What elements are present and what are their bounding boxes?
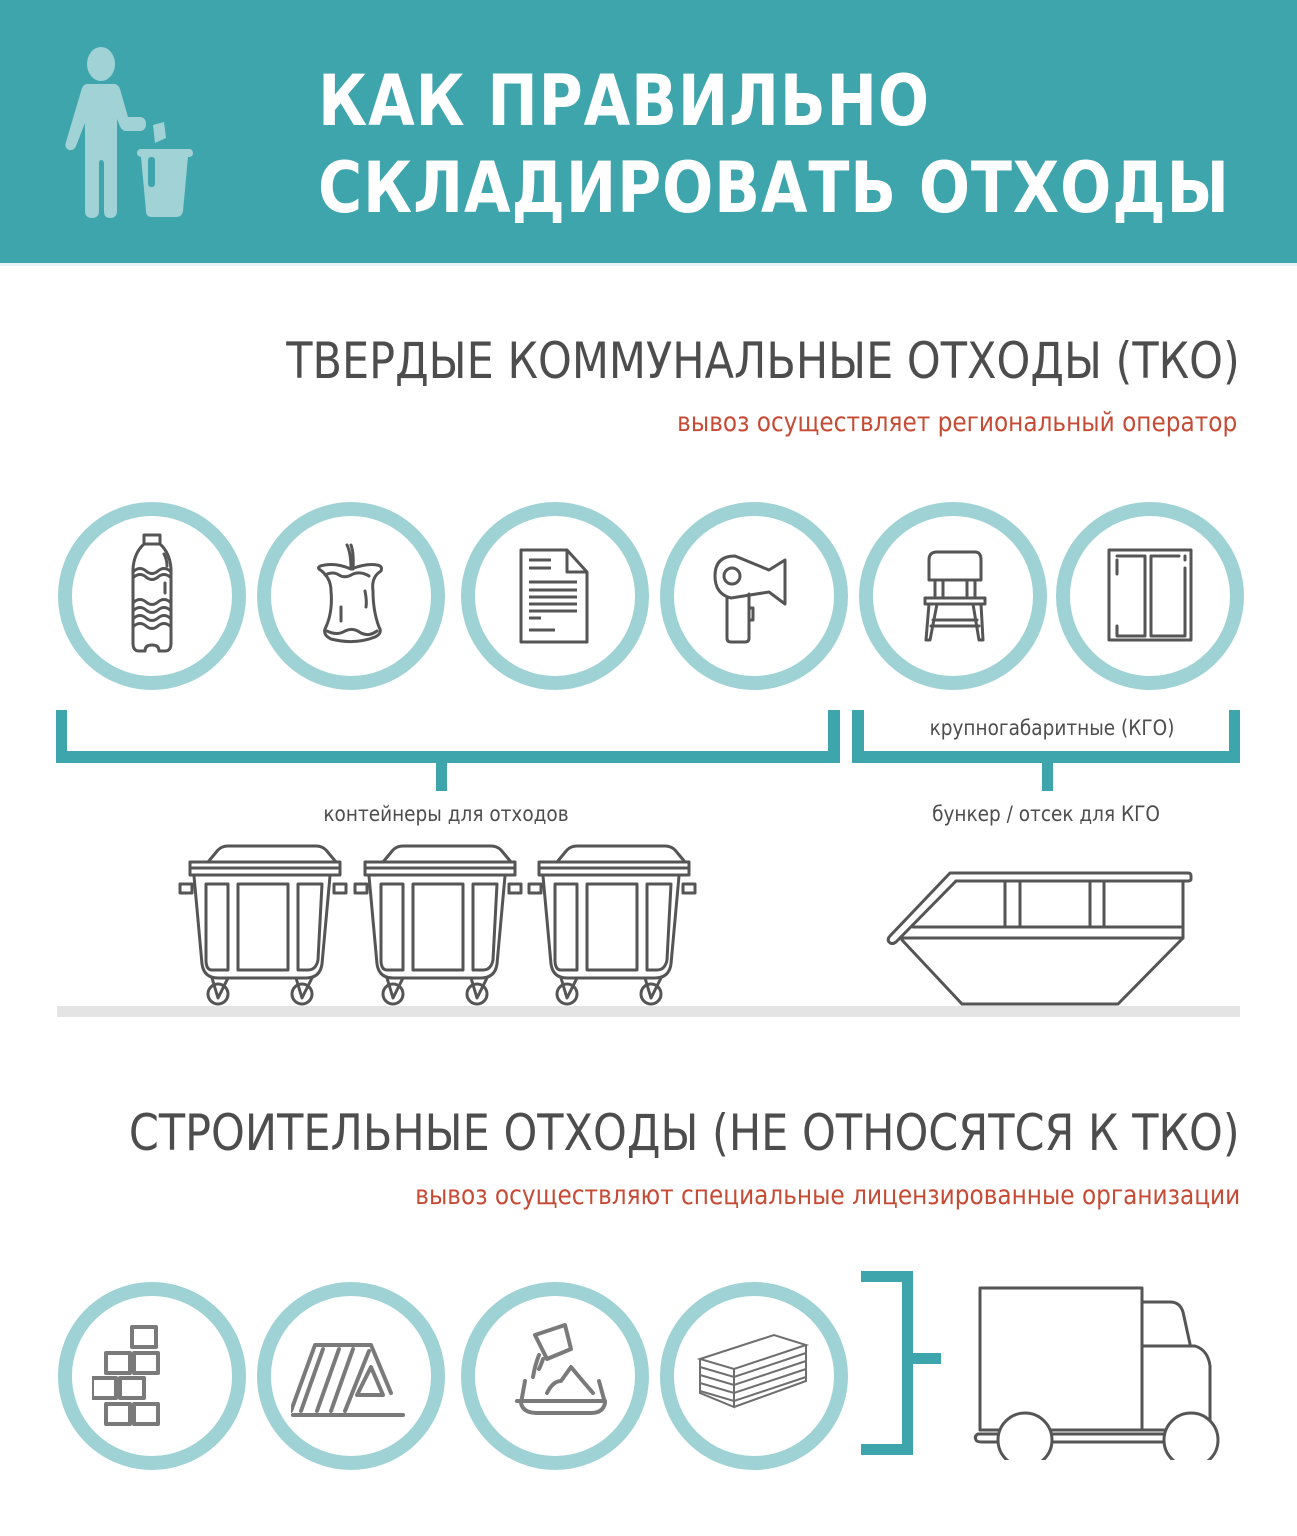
header-banner — [0, 0, 1297, 265]
page-title: КАК ПРАВИЛЬНО СКЛАДИРОВАТЬ ОТХОДЫ — [318, 58, 1230, 232]
waste-item-window — [1056, 502, 1244, 690]
container-3 — [527, 844, 697, 1006]
cement-mix-icon — [515, 1323, 607, 1415]
construction-item-roofing — [257, 1282, 445, 1470]
bracket-tko-right-edge — [828, 710, 840, 763]
waste-item-food — [257, 502, 445, 690]
roofing-slate-icon — [291, 1343, 405, 1417]
bricks-icon — [92, 1325, 160, 1426]
bracket-construction-bottom — [861, 1444, 913, 1455]
plastic-bottle-icon — [131, 533, 173, 653]
title-line-1: КАК ПРАВИЛЬНО — [318, 60, 930, 142]
bracket-kgo-stem — [1042, 763, 1053, 791]
kgo-label: крупногабаритные (КГО) — [929, 716, 1175, 740]
stacked-panels-icon — [696, 1333, 810, 1409]
bracket-construction-vertical — [902, 1271, 913, 1455]
bracket-tko-bar — [56, 751, 840, 763]
title-line-2: СКЛАДИРОВАТЬ ОТХОДЫ — [318, 147, 1230, 229]
construction-section-subtitle: вывоз осуществляют специальные лицензиро… — [415, 1180, 1240, 1211]
construction-item-cement — [461, 1282, 649, 1470]
container-2 — [353, 844, 523, 1006]
waste-item-paper — [461, 502, 649, 690]
truck-icon — [973, 1286, 1220, 1460]
bracket-construction-stem — [913, 1353, 941, 1364]
bunker-label: бункер / отсек для КГО — [932, 802, 1160, 826]
bracket-kgo-left-edge — [852, 710, 864, 763]
person-throwing-trash-icon — [65, 47, 193, 218]
window-frame-icon — [1107, 548, 1193, 642]
tko-section-title: ТВЕРДЫЕ КОММУНАЛЬНЫЕ ОТХОДЫ (ТКО) — [286, 332, 1240, 390]
chair-icon — [923, 550, 987, 642]
ground-line — [57, 1006, 1240, 1017]
paper-document-icon — [519, 548, 589, 644]
waste-item-electronics — [660, 502, 848, 690]
waste-containers-group — [178, 844, 697, 1006]
bracket-construction-top — [861, 1271, 913, 1282]
bracket-tko-stem — [436, 763, 447, 791]
apple-core-icon — [317, 543, 383, 644]
header-divider — [0, 263, 1297, 266]
bunker-skip-icon — [886, 871, 1193, 1006]
construction-item-bricks — [58, 1282, 246, 1470]
construction-section-title: СТРОИТЕЛЬНЫЕ ОТХОДЫ (НЕ ОТНОСЯТСЯ К ТКО) — [129, 1104, 1240, 1162]
bracket-kgo-bar — [852, 751, 1240, 763]
hair-dryer-icon — [713, 554, 787, 644]
bracket-left-edge — [56, 710, 67, 763]
waste-item-chair — [859, 502, 1047, 690]
construction-item-panels — [660, 1282, 848, 1470]
containers-label: контейнеры для отходов — [323, 802, 569, 826]
container-1 — [178, 844, 348, 1006]
bracket-kgo-right-edge — [1229, 710, 1240, 763]
waste-item-plastic-bottle — [58, 502, 246, 690]
tko-section-subtitle: вывоз осуществляет региональный оператор — [676, 407, 1237, 438]
